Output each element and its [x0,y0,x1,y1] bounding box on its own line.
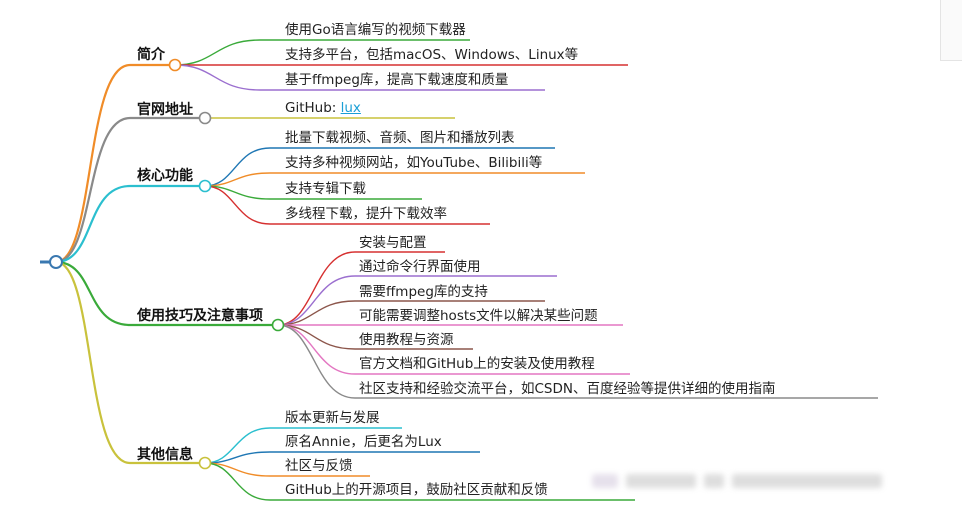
leaf-tips-hosts: 可能需要调整hosts文件以解决某些问题 [359,308,598,324]
leaf-core-album: 支持专辑下载 [285,181,366,197]
branch-label-core-features: 核心功能 [137,168,193,184]
lux-link[interactable]: lux [340,100,361,116]
leaf-core-sites: 支持多种视频网站，如YouTube、Bilibili等 [285,155,543,171]
branch-label-other-info: 其他信息 [137,447,193,463]
leaf-core-multithread: 多线程下载，提升下载效率 [285,206,447,222]
leaf-connector-0-2 [174,64,545,91]
branch-connector-2 [55,184,131,264]
leaf-tips-ffmpeg: 需要ffmpeg库的支持 [359,284,488,300]
leaf-connector-3-6 [277,324,878,399]
root-node [49,255,63,269]
leaf-tips-install: 安装与配置 [359,235,427,251]
branch-label-tips: 使用技巧及注意事项 [137,308,263,324]
leaf-connector-3-1 [277,275,557,326]
leaf-other-opensource: GitHub上的开源项目，鼓励社区贡献和反馈 [285,482,548,498]
leaf-connector-3-0 [277,251,445,326]
leaf-connector-3-5 [277,324,630,375]
branch-label-website: 官网地址 [137,102,193,118]
branch-node-0 [168,58,182,72]
branch-node-2 [198,179,212,193]
leaf-other-rename: 原名Annie，后更名为Lux [285,434,442,450]
branch-connector-4 [55,260,131,465]
branch-connector-1 [55,116,131,264]
branch-connector-3 [55,260,131,327]
branch-node-4 [198,456,212,470]
leaf-connector-4-2 [204,462,370,477]
github-prefix: GitHub: [285,100,341,116]
leaf-other-version: 版本更新与发展 [285,410,380,426]
leaf-connector-4-0 [204,427,402,464]
leaf-connector-2-1 [204,172,585,187]
blurred-watermark [592,470,892,494]
leaf-connector-3-2 [277,300,545,326]
leaf-connector-2-2 [204,185,422,200]
leaf-tips-community: 社区支持和经验交流平台，如CSDN、百度经验等提供详细的使用指南 [359,381,776,397]
leaf-other-community: 社区与反馈 [285,458,353,474]
leaf-connector-4-3 [204,462,635,501]
leaf-tips-tutorials: 使用教程与资源 [359,332,454,348]
branch-label-intro: 简介 [137,47,165,63]
branch-node-1 [198,111,212,125]
branch-node-3 [271,318,285,332]
branch-connector-0 [55,63,131,264]
leaf-core-batch: 批量下载视频、音频、图片和播放列表 [285,130,515,146]
leaf-intro-ffmpeg: 基于ffmpeg库，提高下载速度和质量 [285,72,509,88]
leaf-connector-2-3 [204,185,490,225]
leaf-intro-platforms: 支持多平台，包括macOS、Windows、Linux等 [285,47,579,63]
leaf-intro-go: 使用Go语言编写的视频下载器 [285,22,466,38]
leaf-connector-3-4 [277,324,473,350]
side-panel-edge [940,0,962,61]
leaf-tips-official-docs: 官方文档和GitHub上的安装及使用教程 [359,356,595,372]
leaf-connector-0-0 [174,39,470,66]
leaf-connector-2-0 [204,147,555,187]
leaf-tips-cli: 通过命令行界面使用 [359,259,481,275]
leaf-website-github: GitHub: lux [285,99,361,117]
leaf-connector-4-1 [204,451,480,464]
